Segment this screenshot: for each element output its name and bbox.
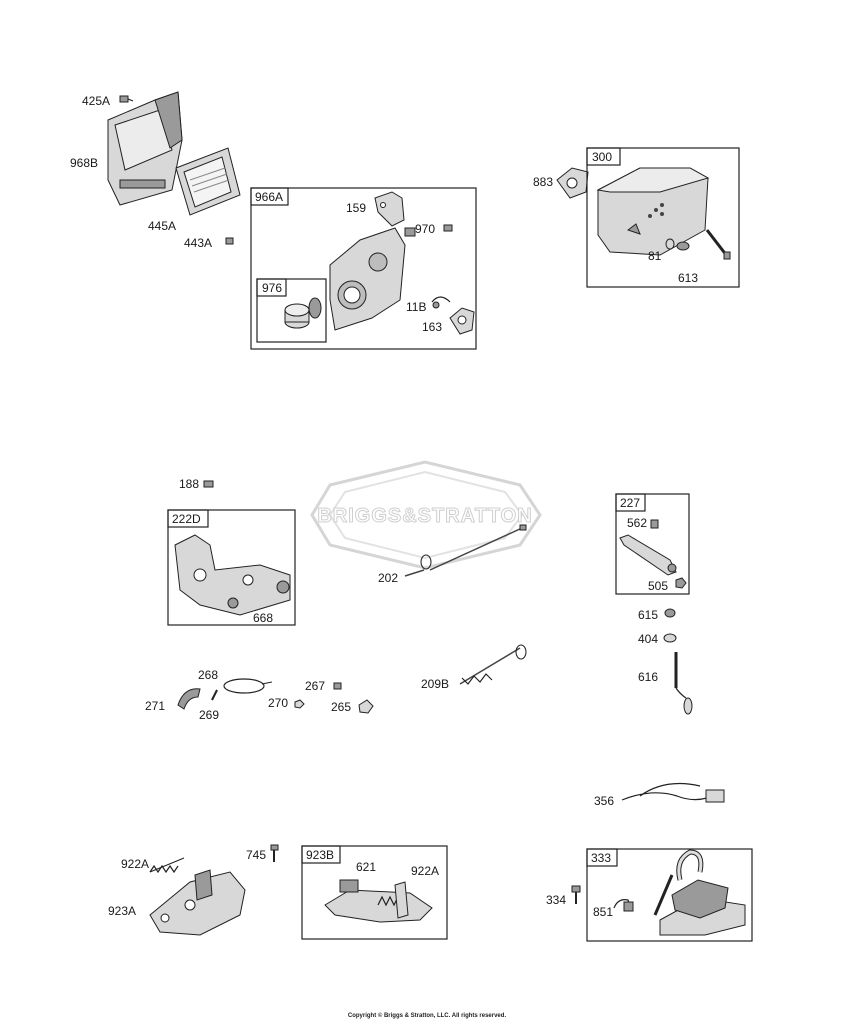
label-922A-right: 922A <box>411 864 439 878</box>
gasket-883 <box>556 167 589 199</box>
gasket-163 <box>449 307 475 335</box>
lever-271 <box>177 688 201 710</box>
label-923A: 923A <box>108 904 136 918</box>
label-334: 334 <box>546 893 566 907</box>
label-268: 268 <box>198 668 218 682</box>
box-976: 976 <box>256 278 327 343</box>
box-966A: 966A 159 970 11B 163 <box>250 187 477 350</box>
clip-851 <box>613 899 634 912</box>
box-label-333: 333 <box>591 851 611 865</box>
shaft-616 <box>674 652 693 715</box>
spring-209B <box>459 644 527 685</box>
label-356: 356 <box>594 794 614 808</box>
screw-425A <box>119 95 134 103</box>
label-159: 159 <box>346 201 366 215</box>
assembly-923B <box>324 879 433 923</box>
screw-970 <box>443 224 453 232</box>
label-271: 271 <box>145 699 165 713</box>
label-425A: 425A <box>82 94 110 108</box>
label-81: 81 <box>648 249 662 263</box>
link-269 <box>211 689 218 701</box>
label-922A-left: 922A <box>121 857 149 871</box>
group-muffler: 883 300 81 613 <box>533 147 740 288</box>
box-label-227: 227 <box>620 496 640 510</box>
group-control-bracket: 188 222D 668 <box>167 477 296 626</box>
box-label-923B: 923B <box>306 848 334 862</box>
nut-615 <box>664 608 676 618</box>
box-label-300: 300 <box>592 150 612 164</box>
washer-404 <box>663 633 677 643</box>
screw-562 <box>650 519 659 529</box>
washer-81 <box>665 238 690 251</box>
bracket-159 <box>374 191 416 237</box>
box-label-966A: 966A <box>255 190 283 204</box>
label-970: 970 <box>415 222 435 236</box>
clip-11B <box>431 296 451 309</box>
bolt-745 <box>270 844 279 862</box>
filter-445A <box>175 147 241 216</box>
label-202: 202 <box>378 571 398 585</box>
label-188: 188 <box>179 477 199 491</box>
label-562: 562 <box>627 516 647 530</box>
brand-watermark: BRIGGS&STRATTON <box>310 460 542 570</box>
label-445A: 445A <box>148 219 176 233</box>
plate-923A <box>149 869 246 936</box>
carburetor-body <box>329 227 406 331</box>
bracket-222D <box>174 534 291 616</box>
lever-227 <box>619 534 677 576</box>
group-throttle-parts: 268 271 269 270 267 265 <box>145 668 374 722</box>
label-270: 270 <box>268 696 288 710</box>
label-883: 883 <box>533 175 553 189</box>
stud-613 <box>705 229 731 260</box>
screw-334 <box>571 885 581 904</box>
group-control-plate: 922A 745 923A <box>108 844 279 936</box>
label-163: 163 <box>422 320 442 334</box>
cable-268 <box>223 678 273 694</box>
watermark-text: BRIGGS&STRATTON <box>317 505 532 527</box>
rod-202 <box>404 524 527 577</box>
label-616: 616 <box>638 670 658 684</box>
label-668: 668 <box>253 611 273 625</box>
label-621: 621 <box>356 860 376 874</box>
label-269: 269 <box>199 708 219 722</box>
label-404: 404 <box>638 632 658 646</box>
nut-270 <box>294 699 305 709</box>
group-governor-lever: 227 562 505 <box>615 493 690 595</box>
wire-356 <box>621 782 725 803</box>
screw-443A <box>225 237 234 245</box>
copyright-notice: Copyright © Briggs & Stratton, LLC. All … <box>347 1013 507 1019</box>
screw-267 <box>333 682 342 690</box>
label-443A: 443A <box>184 236 212 250</box>
group-ignition: 334 333 851 <box>546 848 753 942</box>
nut-505 <box>675 577 687 589</box>
label-851: 851 <box>593 905 613 919</box>
label-209B: 209B <box>421 677 449 691</box>
label-267: 267 <box>305 679 325 693</box>
armature-333 <box>653 849 746 936</box>
label-265: 265 <box>331 700 351 714</box>
label-505: 505 <box>648 579 668 593</box>
box-label-976: 976 <box>262 281 282 295</box>
label-968B: 968B <box>70 156 98 170</box>
group-air-cleaner: 425A 968B 445A 443A <box>70 91 241 250</box>
screw-188 <box>203 480 214 488</box>
box-923B: 923B 621 922A <box>301 845 448 940</box>
label-613: 613 <box>678 271 698 285</box>
label-11B: 11B <box>406 300 426 314</box>
box-label-222D: 222D <box>172 512 201 526</box>
housing-968B <box>107 91 183 206</box>
label-745: 745 <box>246 848 266 862</box>
spring-922A <box>149 857 185 874</box>
bushing-265 <box>358 699 374 714</box>
label-615: 615 <box>638 608 658 622</box>
muffler-300 <box>596 167 710 256</box>
